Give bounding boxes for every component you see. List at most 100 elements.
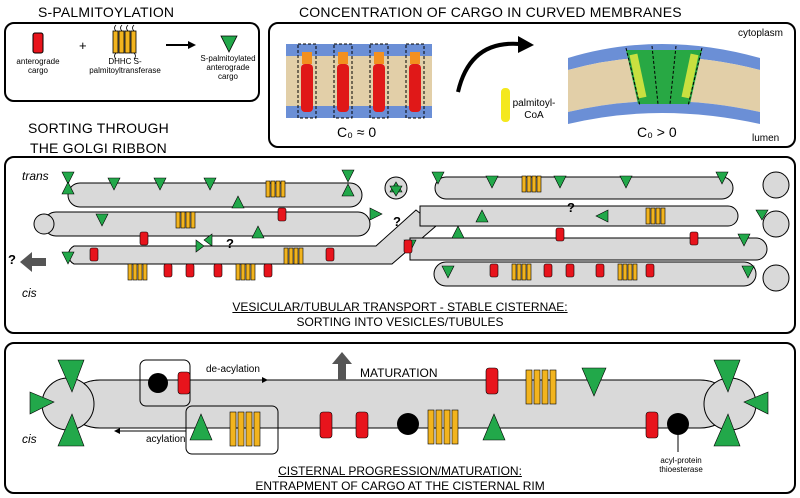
product-label: S-palmitoylated anterograde cargo (200, 54, 256, 81)
question-mark: ? (226, 236, 234, 251)
concentration-panel (268, 22, 796, 148)
maturation-panel (4, 342, 796, 494)
curved-cargo-group (625, 45, 703, 107)
lumen-label: lumen (752, 133, 780, 144)
cargo-green (743, 391, 769, 415)
thioesterase-icon (148, 373, 168, 393)
trans-label: trans (22, 169, 49, 183)
cisterna-lower-right (409, 237, 768, 261)
maturation-caption: CISTERNAL PROGRESSION/MATURATION: ENTRAP… (255, 464, 545, 493)
cargo-green (737, 233, 751, 247)
cargo-green (61, 181, 75, 195)
cargo-green (341, 183, 355, 197)
cargo-red (355, 411, 369, 439)
dhhc-enzyme (521, 175, 542, 193)
cargo-green (485, 175, 499, 189)
cargo-red (213, 263, 223, 278)
cargo-green (61, 171, 75, 185)
cargo-red (565, 263, 575, 278)
palmitoyl-coa-label: palmitoyl-CoA (512, 98, 556, 121)
cargo-red (177, 371, 191, 395)
cargo-green (441, 265, 455, 279)
deacylation-label: de-acylation (206, 364, 260, 375)
cytoplasm-label: cytoplasm (738, 28, 784, 39)
vesicle (33, 213, 55, 235)
cargo-red (595, 263, 605, 278)
cargo-green (57, 413, 85, 447)
question-mark: ? (8, 252, 16, 267)
vesicle (762, 171, 790, 199)
dhhc-enzyme (283, 247, 304, 265)
cargo-green (107, 177, 121, 191)
dhhc-enzyme (617, 263, 638, 281)
cargo-green (341, 169, 355, 183)
cargo-green (369, 207, 383, 221)
question-mark: ? (567, 200, 575, 215)
cis-label: cis (22, 286, 37, 300)
acylation-box (185, 405, 279, 455)
cis-label: cis (22, 432, 37, 446)
thioesterase-label: acyl-protein thioesterase (659, 456, 703, 474)
thioesterase-icon (667, 413, 689, 435)
cisterna-trans-right (434, 176, 734, 200)
cargo-green (581, 367, 607, 397)
dhhc-enzyme (525, 369, 557, 405)
dhhc-enzyme (235, 263, 256, 281)
dhhc-enzyme (229, 411, 261, 447)
golgi-ribbon-panel (4, 156, 796, 334)
maturation-arrow-icon (332, 352, 352, 380)
cargo-green (451, 225, 465, 239)
curved-arrow-icon (456, 41, 521, 93)
cargo-red (645, 411, 659, 439)
cargo-green (251, 225, 265, 239)
thioesterase-icon (397, 413, 419, 435)
cargo-red (89, 247, 99, 262)
plus-sign: + (79, 38, 87, 53)
palmitoyl-coa-icon (501, 88, 510, 122)
cargo-red (403, 239, 413, 254)
cargo-green (203, 177, 217, 191)
dhhc-enzyme-icon (112, 24, 137, 60)
cargo-red (263, 263, 273, 278)
cargo-red (185, 263, 195, 278)
left-arrow-icon (20, 252, 46, 272)
arrow-icon (166, 41, 196, 49)
cargo-green (553, 175, 567, 189)
cargo-green (475, 209, 489, 223)
question-mark: ? (393, 214, 401, 229)
maturation-label: MATURATION (360, 366, 438, 380)
cargo-green (713, 413, 741, 447)
palmitoylation-title: S-PALMITOYLATION (38, 4, 175, 20)
concentration-title: CONCENTRATION OF CARGO IN CURVED MEMBRAN… (299, 4, 682, 20)
vesicle (762, 264, 790, 292)
cargo-green (57, 359, 85, 393)
cargo-red (163, 263, 173, 278)
flat-cargo-group (297, 43, 425, 119)
cargo-green (389, 185, 403, 197)
dhhc-enzyme (427, 409, 459, 445)
cargo-red (325, 247, 335, 262)
dhhc-enzyme (127, 263, 148, 281)
cargo-red (555, 227, 565, 242)
acylation-label: acylation (146, 434, 186, 445)
cargo-red (489, 263, 499, 278)
c0-flat-label: C₀ ≈ 0 (337, 124, 377, 140)
cargo-green (189, 413, 213, 441)
cargo-red (319, 411, 333, 439)
dhhc-enzyme (265, 180, 286, 198)
cargo-green (741, 265, 755, 279)
cargo-green (203, 233, 213, 247)
cargo-red (139, 231, 149, 246)
dhhc-enzyme (645, 207, 666, 225)
cargo-red (485, 367, 499, 395)
vesicle (762, 210, 790, 238)
cargo-green (595, 209, 609, 223)
cargo-green (153, 177, 167, 191)
dhhc-enzyme (511, 263, 532, 281)
cargo-green (713, 359, 741, 393)
cargo-green (29, 391, 55, 415)
